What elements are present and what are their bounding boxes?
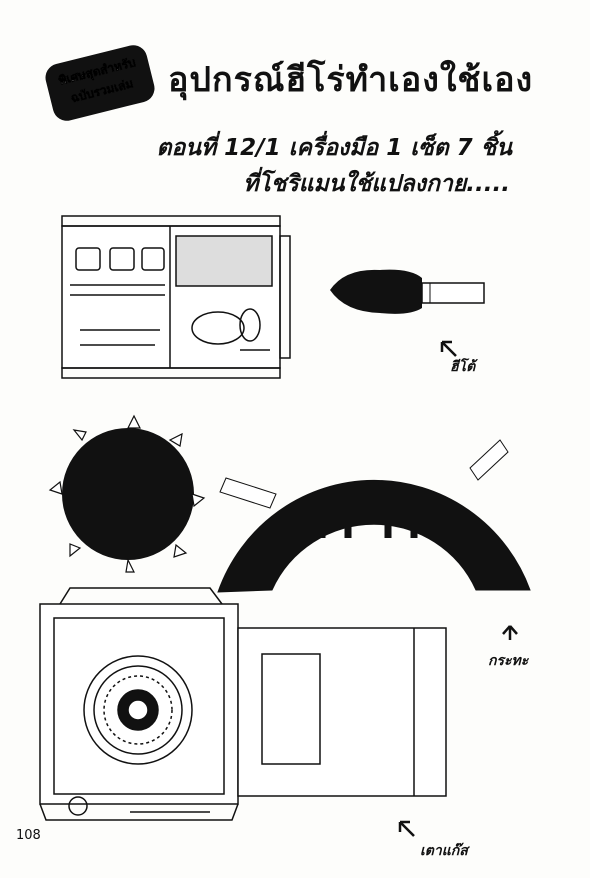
episode-subtitle: ตอนที่ 12/1 เครื่องมือ 1 เซ็ต 7 ชิ้น — [156, 135, 512, 161]
special-edition-badge: พิเศษสุดสำหรับ ฉบับรวมเล่ม — [38, 37, 163, 128]
description-subtitle: ที่โชริแมนใช้แปลงกาย..... — [243, 171, 510, 197]
label-item-a: ฮีโต้ — [450, 359, 476, 375]
page-title: อุปกรณ์ฮีโร่ทำเองใช้เอง — [168, 60, 534, 100]
hotdog-item — [330, 269, 485, 314]
package-box — [61, 215, 291, 379]
label-item-b: กระทะ — [488, 653, 529, 669]
label-item-c: เตาแก๊ส — [420, 843, 468, 859]
label-arrows — [398, 340, 518, 837]
wok-arc-piece — [217, 439, 531, 593]
badge-shape — [45, 45, 155, 121]
round-lid — [48, 414, 206, 573]
page-number: 108 — [16, 828, 41, 843]
gas-stove — [39, 587, 447, 821]
